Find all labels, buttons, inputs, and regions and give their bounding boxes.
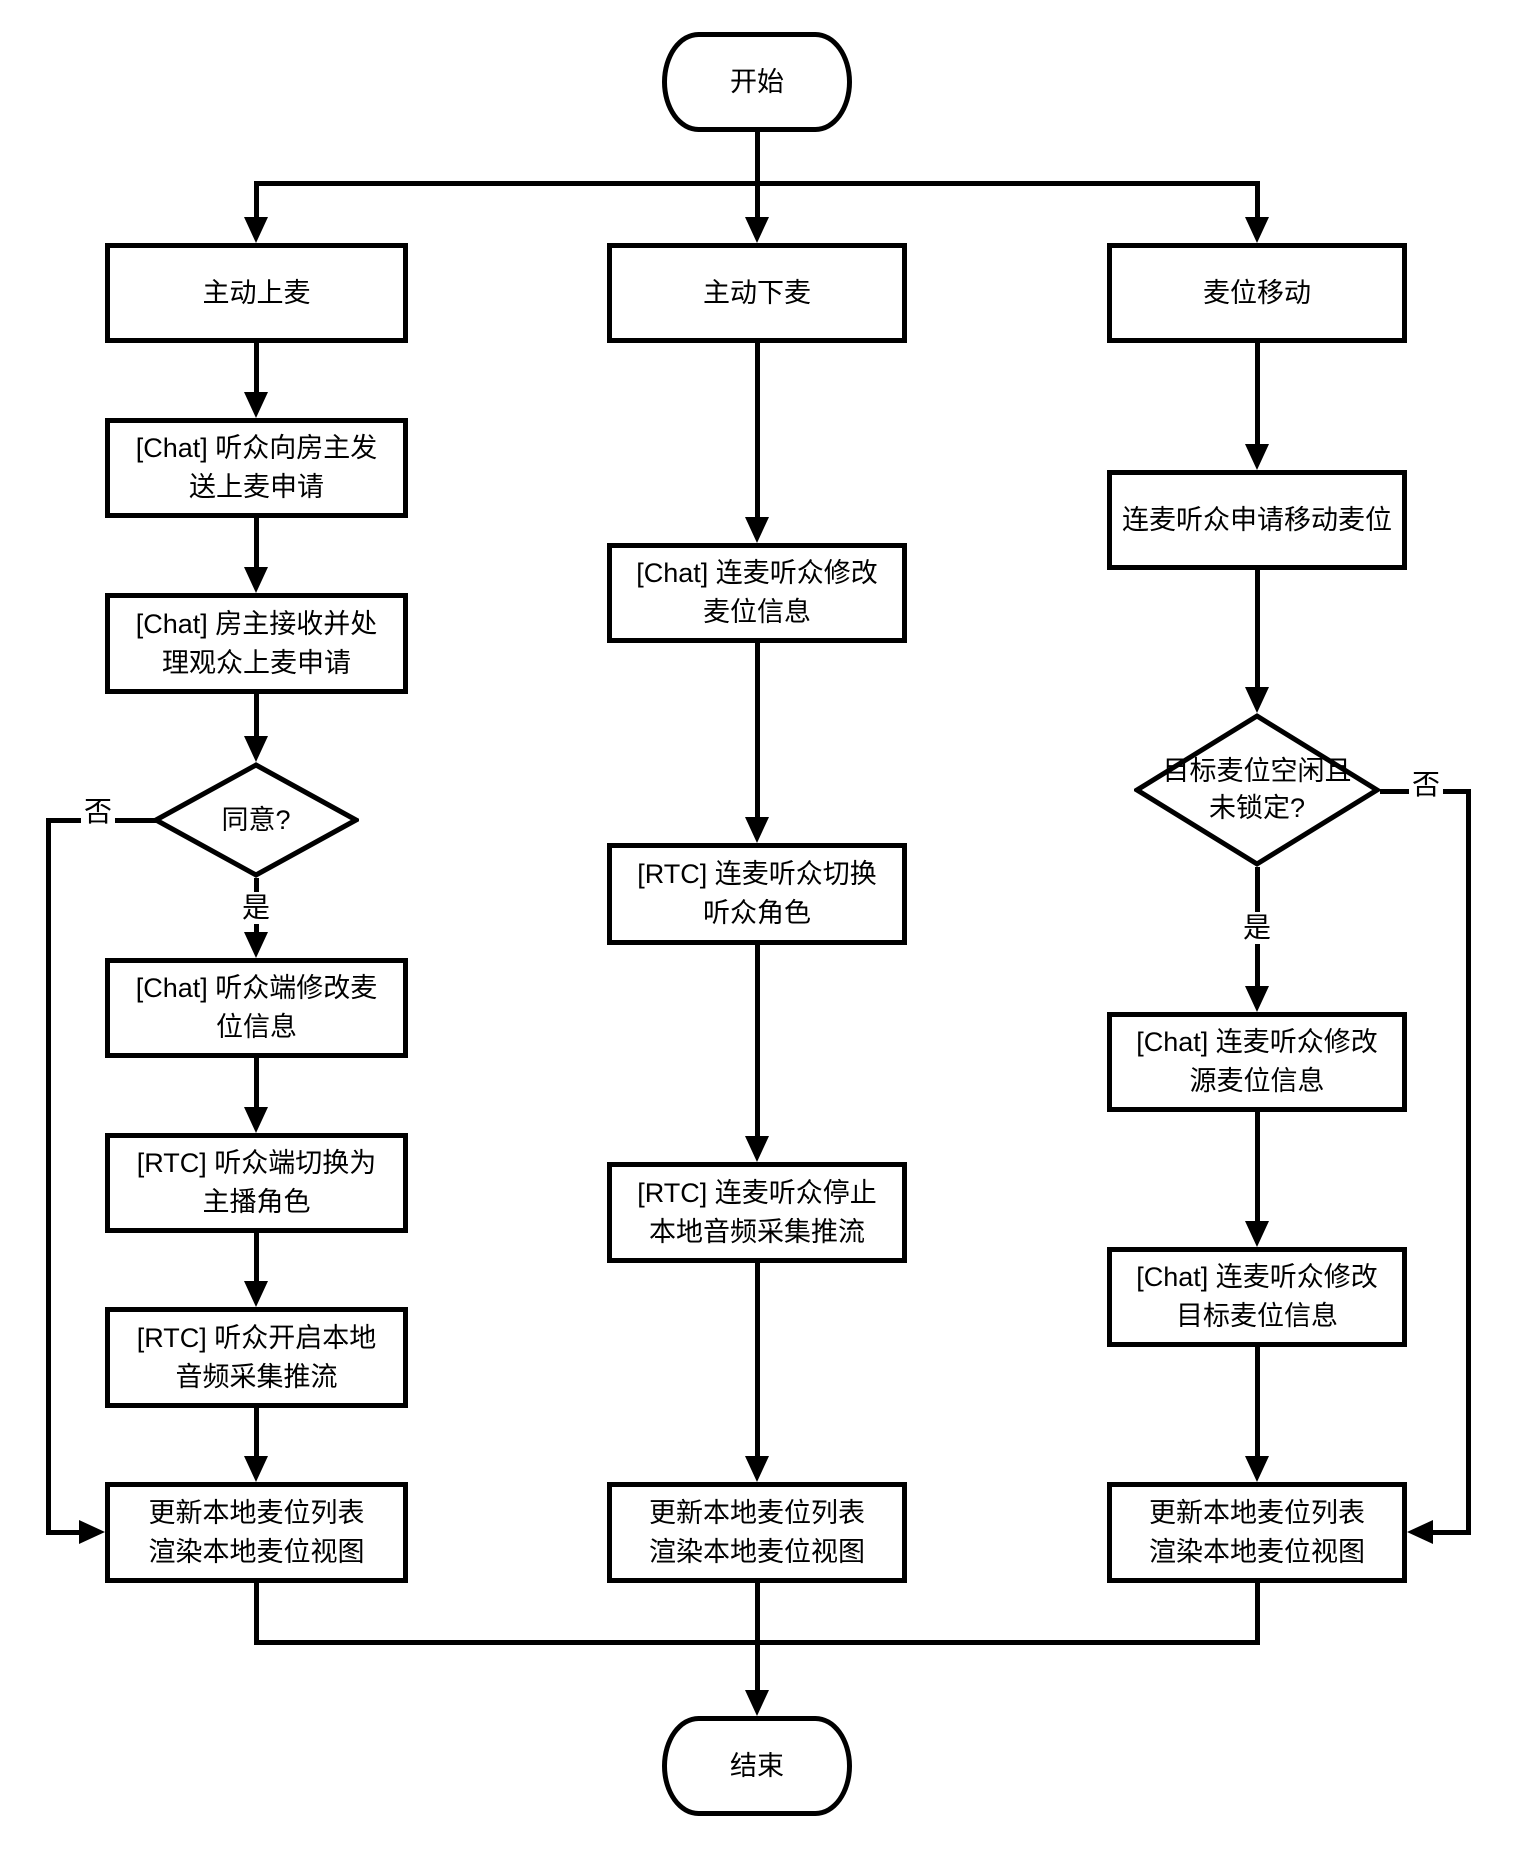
- take-mic-request-label: [Chat] 听众向房主发 送上麦申请: [135, 433, 378, 502]
- move-seat-request-label: 连麦听众申请移动麦位: [1122, 504, 1392, 535]
- leave-mic-modify-seat-label: [Chat] 连麦听众修改 麦位信息: [636, 558, 878, 627]
- arrowhead-down: [745, 817, 769, 843]
- connector: [1255, 181, 1260, 221]
- connector-no-branch: [1466, 789, 1471, 1535]
- connector: [1255, 1583, 1260, 1645]
- arrowhead-down: [745, 1690, 769, 1716]
- connector-no-branch: [46, 1530, 81, 1535]
- connector-merge: [254, 1640, 1260, 1645]
- take-mic-modify-seat-label: [Chat] 听众端修改麦 位信息: [135, 973, 378, 1042]
- arrowhead-down: [745, 1136, 769, 1162]
- connector: [755, 181, 760, 221]
- agree-decision-label: 同意?: [221, 804, 291, 835]
- connector: [254, 694, 259, 740]
- agree-no-label: 否: [80, 796, 116, 828]
- connector: [755, 643, 760, 819]
- move-seat-modify-source-label: [Chat] 连麦听众修改 源麦位信息: [1136, 1027, 1378, 1096]
- leave-mic-stop-push-label: [RTC] 连麦听众停止 本地音频采集推流: [637, 1177, 877, 1247]
- move-seat-modify-source-box: [Chat] 连麦听众修改 源麦位信息: [1107, 1012, 1407, 1112]
- start-label: 开始: [730, 66, 784, 97]
- seat-free-no-label: 否: [1408, 769, 1444, 801]
- take-mic-request-box: [Chat] 听众向房主发 送上麦申请: [105, 418, 408, 518]
- agree-decision-diamond: 同意?: [153, 762, 359, 878]
- take-mic-start-push-label: [RTC] 听众开启本地 音频采集推流: [136, 1322, 377, 1392]
- end-terminator: 结束: [662, 1716, 852, 1816]
- arrowhead-down: [244, 1456, 268, 1482]
- agree-yes-label: 是: [238, 892, 274, 924]
- connector-no-branch: [46, 818, 51, 1535]
- connector: [1255, 1112, 1260, 1223]
- seat-free-decision-diamond: 目标麦位空闲且 未锁定?: [1134, 713, 1380, 867]
- move-seat-header-box: 麦位移动: [1107, 243, 1407, 343]
- connector: [1255, 570, 1260, 689]
- move-seat-update-label: 更新本地麦位列表 渲染本地麦位视图: [1149, 1497, 1365, 1567]
- take-mic-switch-role-label: [RTC] 听众端切换为 主播角色: [136, 1148, 377, 1217]
- arrowhead-down: [1245, 986, 1269, 1012]
- arrowhead-down: [244, 932, 268, 958]
- connector: [755, 945, 760, 1138]
- arrowhead-down: [244, 392, 268, 418]
- move-seat-header-label: 麦位移动: [1203, 277, 1311, 308]
- connector: [755, 132, 760, 184]
- arrowhead-down: [244, 217, 268, 243]
- arrowhead-down: [1245, 217, 1269, 243]
- take-mic-header-box: 主动上麦: [105, 243, 408, 343]
- connector: [755, 343, 760, 519]
- arrowhead-left: [1407, 1520, 1433, 1544]
- move-seat-update-box: 更新本地麦位列表 渲染本地麦位视图: [1107, 1482, 1407, 1583]
- arrowhead-down: [1245, 1456, 1269, 1482]
- connector: [1255, 1347, 1260, 1458]
- arrowhead-down: [745, 1456, 769, 1482]
- take-mic-update-box: 更新本地麦位列表 渲染本地麦位视图: [105, 1482, 408, 1583]
- arrowhead-down: [745, 217, 769, 243]
- arrowhead-down: [244, 736, 268, 762]
- move-seat-modify-target-box: [Chat] 连麦听众修改 目标麦位信息: [1107, 1247, 1407, 1347]
- leave-mic-switch-role-label: [RTC] 连麦听众切换 听众角色: [637, 859, 877, 928]
- take-mic-start-push-box: [RTC] 听众开启本地 音频采集推流: [105, 1307, 408, 1408]
- leave-mic-stop-push-box: [RTC] 连麦听众停止 本地音频采集推流: [607, 1162, 907, 1263]
- leave-mic-modify-seat-box: [Chat] 连麦听众修改 麦位信息: [607, 543, 907, 643]
- leave-mic-update-label: 更新本地麦位列表 渲染本地麦位视图: [649, 1497, 865, 1567]
- connector: [755, 1583, 760, 1692]
- arrowhead-down: [1245, 444, 1269, 470]
- connector: [755, 1263, 760, 1458]
- take-mic-switch-role-box: [RTC] 听众端切换为 主播角色: [105, 1133, 408, 1233]
- connector: [254, 1583, 259, 1645]
- leave-mic-switch-role-box: [RTC] 连麦听众切换 听众角色: [607, 843, 907, 945]
- arrowhead-down: [745, 517, 769, 543]
- move-seat-request-box: 连麦听众申请移动麦位: [1107, 470, 1407, 570]
- connector: [254, 518, 259, 570]
- connector: [254, 181, 259, 221]
- end-label: 结束: [730, 1750, 784, 1781]
- diamond-shape: [1134, 713, 1380, 867]
- arrowhead-down: [1245, 1221, 1269, 1247]
- arrowhead-down: [244, 567, 268, 593]
- take-mic-header-label: 主动上麦: [202, 277, 311, 308]
- leave-mic-header-box: 主动下麦: [607, 243, 907, 343]
- connector: [254, 343, 259, 395]
- leave-mic-header-label: 主动下麦: [703, 277, 811, 308]
- connector: [254, 1058, 259, 1110]
- leave-mic-update-box: 更新本地麦位列表 渲染本地麦位视图: [607, 1482, 907, 1583]
- connector: [1255, 343, 1260, 446]
- take-mic-handle-box: [Chat] 房主接收并处 理观众上麦申请: [105, 593, 408, 694]
- arrowhead-right: [79, 1520, 105, 1544]
- take-mic-update-label: 更新本地麦位列表 渲染本地麦位视图: [148, 1497, 365, 1567]
- diamond-shape: [153, 762, 359, 878]
- arrowhead-down: [244, 1107, 268, 1133]
- connector: [254, 1408, 259, 1460]
- connector-no-branch: [1432, 1530, 1471, 1535]
- arrowhead-down: [244, 1281, 268, 1307]
- take-mic-handle-label: [Chat] 房主接收并处 理观众上麦申请: [135, 608, 378, 678]
- seat-free-yes-label: 是: [1239, 912, 1275, 944]
- take-mic-modify-seat-box: [Chat] 听众端修改麦 位信息: [105, 958, 408, 1058]
- seat-free-decision-label: 目标麦位空闲且 未锁定?: [1162, 756, 1352, 823]
- start-terminator: 开始: [662, 32, 852, 132]
- arrowhead-down: [1245, 687, 1269, 713]
- connector: [254, 1233, 259, 1285]
- move-seat-modify-target-label: [Chat] 连麦听众修改 目标麦位信息: [1136, 1262, 1378, 1331]
